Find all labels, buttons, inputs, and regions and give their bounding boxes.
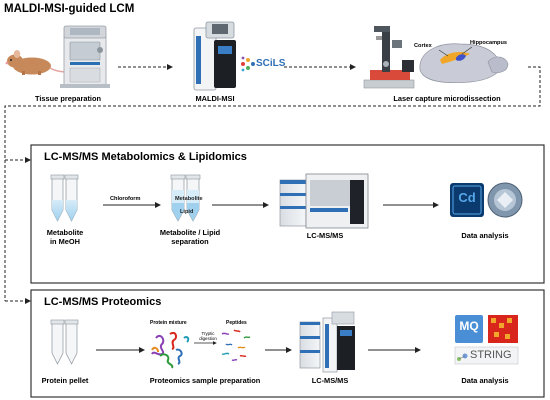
chloroform-label: Chloroform [110,196,141,202]
step-label-maldi-msi: MALDI-MSI [195,94,235,103]
step-label-data-analysis: Data analysis [461,376,509,385]
software-icon [450,182,523,218]
cryostat-icon [60,25,110,88]
scils-logo-text: SCiLS [256,58,286,69]
tube-label-lipid: Lipid [180,209,194,215]
compound-discoverer-logo: Cd [458,190,476,205]
tube-icon [50,174,79,222]
tryptic-digestion-label: Tryptic digestion [199,331,217,342]
lc-system-icon [299,311,355,373]
step-label-data-analysis: Data analysis [461,231,509,240]
step-label-lc-ms-ms: LC-MS/MS [311,376,349,385]
software-icon [454,315,519,365]
brain-label-hippocampus: Hippocampus [470,40,507,46]
brain-label-cortex: Cortex [414,43,432,49]
string-logo: STRING [470,349,512,361]
mouse-icon [5,50,79,76]
step-label-lc-ms-ms: LC-MS/MS [306,231,344,240]
tube-icon [170,174,201,222]
step-label-laser-capture-microdissection: Laser capture microdissection [393,94,501,103]
protein-icon [151,331,190,369]
step-label-metabolite-lipid-separation: Metabolite / Lipid separation [159,228,221,246]
step-label-tissue-preparation: Tissue preparation [35,94,101,103]
peptides-label: Peptides [226,320,247,326]
step-label-proteomics-sample-preparation: Proteomics sample preparation [149,376,261,385]
scils-logo [241,56,255,72]
metabolomics-panel [30,144,545,284]
brain-icon [419,43,509,84]
mass-spectrometer-icon [193,21,236,91]
metabolomics-title: LC-MS/MS Metabolomics & Lipidomics [44,151,247,163]
tube-icon [50,319,79,365]
proteomics-panel [30,289,545,398]
protein-mixture-label: Protein mixture [150,320,187,326]
figure-title: MALDI-MSI-guided LCM [4,3,135,15]
proteomics-title: LC-MS/MS Proteomics [44,296,162,308]
maxquant-logo: MQ [459,319,479,333]
lc-system-icon [279,173,369,229]
microscope-icon [363,26,415,89]
step-label-metabolite-in-meoh: Metabolite in MeOH [46,228,84,246]
peptide-icon [221,329,251,361]
step-label-protein-pellet: Protein pellet [41,376,89,385]
tube-label-metabolite: Metabolite [175,196,203,202]
